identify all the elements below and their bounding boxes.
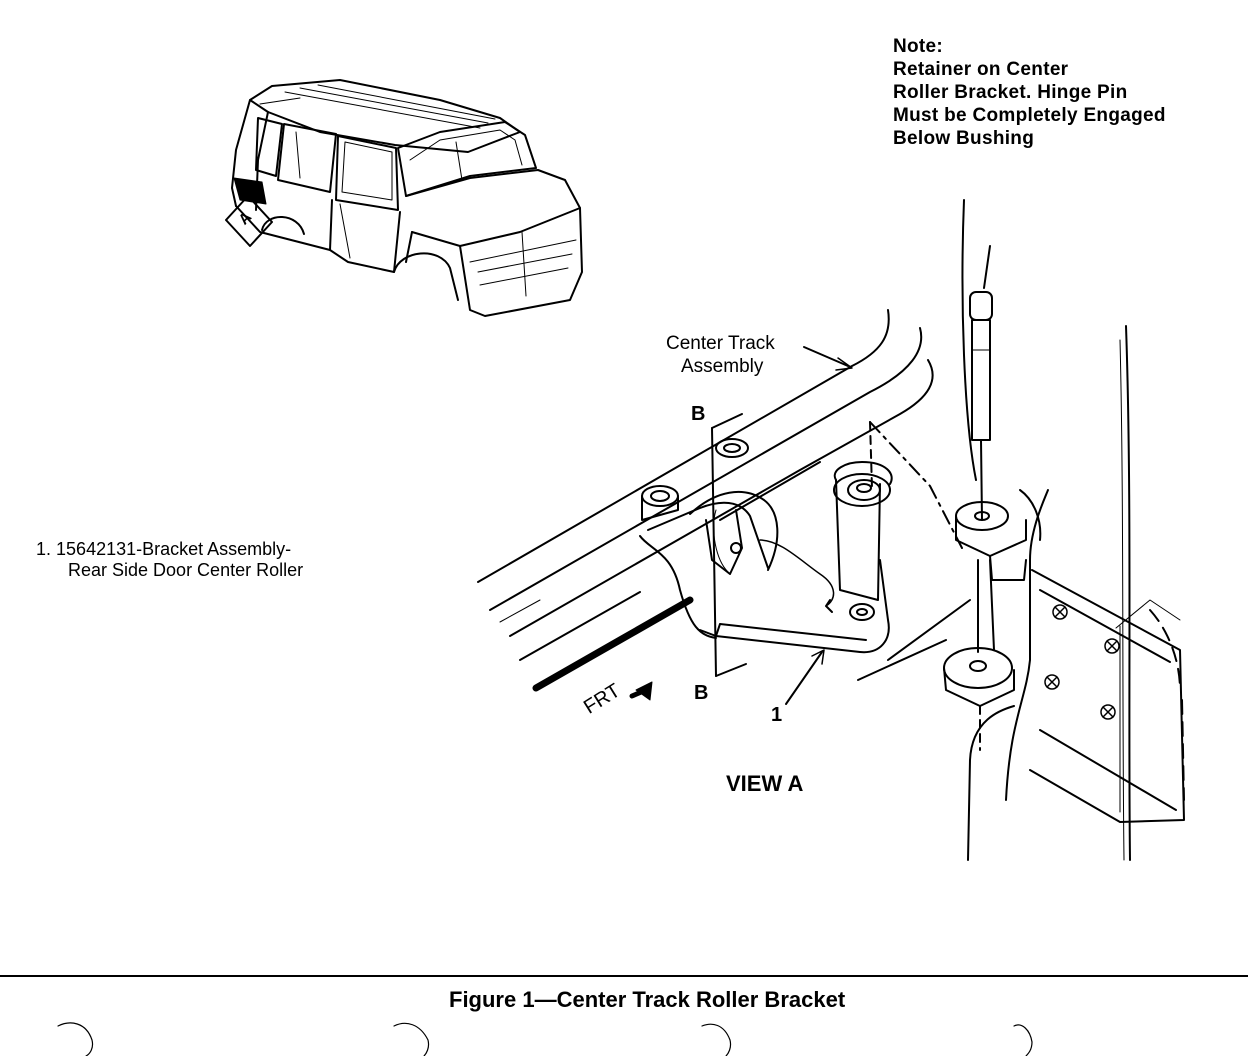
figure-divider [0,975,1248,977]
center-track-label-line1: Center Track [666,333,775,354]
part-1-label: 1 [771,704,783,726]
center-track-leader [804,347,848,366]
section-b-bottom-label: B [694,682,709,704]
installation-note: Note: Retainer on Center Roller Bracket.… [893,36,1166,151]
parts-item-line2: Rear Side Door Center Roller [68,559,304,580]
section-b-top-label: B [691,403,706,425]
view-a-label: VIEW A [726,771,804,796]
center-track-label-line2: Assembly [681,356,764,377]
section-line-b-b [712,414,746,676]
note-line-1: Note: [893,36,944,57]
note-line-4: Must be Completely Engaged [893,105,1166,126]
note-line-2: Retainer on Center [893,59,1069,80]
hinge-pin-assembly [944,200,1184,860]
page-edge-marks [58,1023,1032,1056]
note-line-5: Below Bushing [893,128,1035,149]
part-1-leader [786,652,822,704]
van-illustration [226,80,582,316]
roller-bracket-part-1 [640,422,970,680]
parts-item-line1: 15642131-Bracket Assembly- [56,539,292,559]
note-line-3: Roller Bracket. Hinge Pin [893,82,1128,103]
center-track-rails [478,310,933,688]
parts-list: 1. 15642131-Bracket Assembly- Rear Side … [36,539,303,580]
figure-caption: Figure 1—Center Track Roller Bracket [449,987,846,1012]
parts-item-number: 1. [36,539,52,559]
